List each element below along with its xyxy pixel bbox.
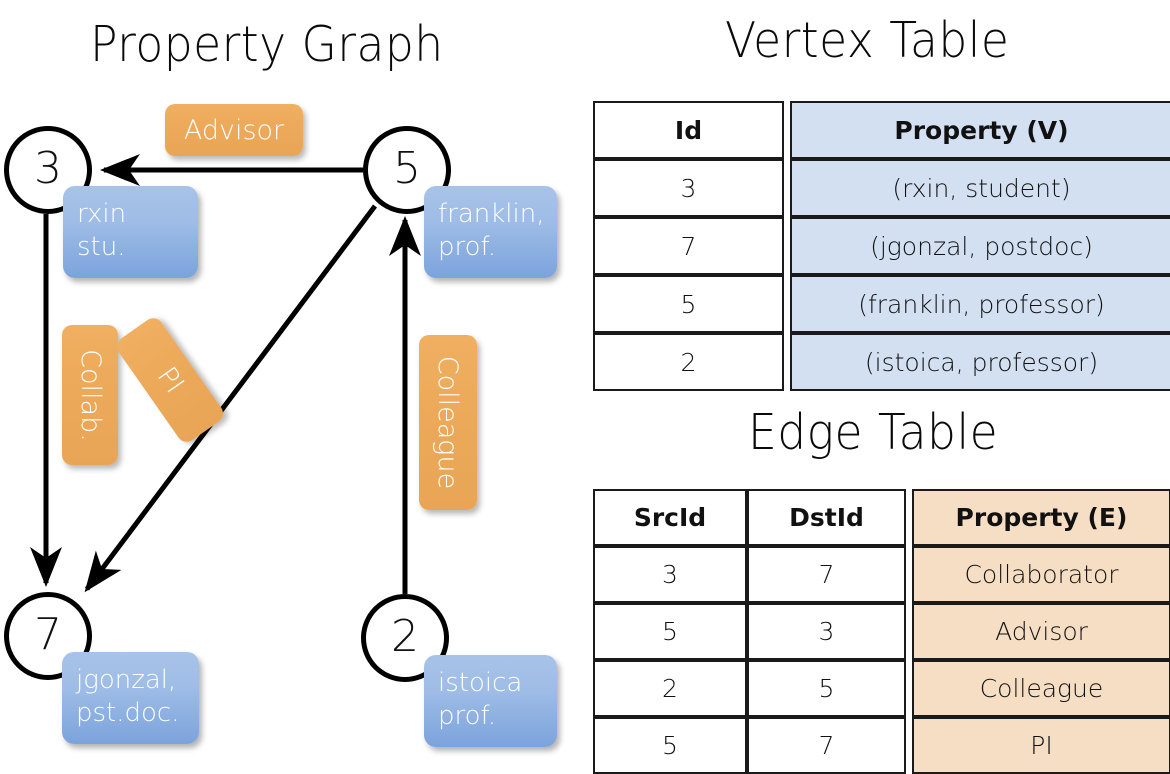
edge-cell-srcid: 3 (593, 546, 747, 603)
vertex-table: Id Property (V) 3 (rxin, student) 7 (jgo… (593, 101, 1170, 391)
edge-cell-dstid: 7 (747, 717, 906, 774)
edge-table-header-property: Property (E) (912, 489, 1170, 546)
table-row[interactable]: 7 (jgonzal, postdoc) (593, 217, 1170, 275)
vertex-cell-property: (istoica, professor) (790, 333, 1170, 391)
edge-label-advisor-text: Advisor (183, 114, 285, 146)
vertex-cell-id: 3 (593, 159, 784, 217)
graph-node-5[interactable]: 5 (363, 126, 451, 214)
property-graph-diagram: Advisor Collab. PI Colleague 3 5 7 2 rxi… (0, 0, 585, 760)
vertex-cell-property: (rxin, student) (790, 159, 1170, 217)
vertex-property-jgonzal-line2: pst.doc. (76, 698, 180, 729)
page-title-property-graph: Property Graph (90, 16, 444, 73)
graph-edges-svg (30, 154, 421, 594)
table-row[interactable]: 5 3 Advisor (593, 603, 1170, 660)
vertex-property-rxin-line1: rxin (77, 199, 127, 229)
edge-label-colleague-text: Colleague (432, 355, 464, 490)
edge-table-header-srcid: SrcId (593, 489, 747, 546)
edge-table-header-row: SrcId DstId Property (E) (593, 489, 1170, 546)
edge-label-pi-text: PI (150, 361, 190, 399)
edge-cell-srcid: 5 (593, 717, 747, 774)
vertex-table-header-id: Id (593, 101, 784, 159)
edge-cell-property: PI (912, 717, 1170, 774)
vertex-table-header-property: Property (V) (790, 101, 1170, 159)
edge-cell-property: Advisor (912, 603, 1170, 660)
page-title-vertex-table: Vertex Table (725, 12, 1010, 69)
vertex-property-box-franklin: franklin, prof. (424, 186, 557, 278)
graph-node-5-label: 5 (393, 143, 421, 194)
vertex-cell-id: 5 (593, 275, 784, 333)
table-row[interactable]: 3 (rxin, student) (593, 159, 1170, 217)
vertex-property-box-rxin: rxin stu. (63, 186, 198, 278)
edge-cell-property: Colleague (912, 660, 1170, 717)
vertex-cell-id: 2 (593, 333, 784, 391)
edge-label-colleague: Colleague (419, 335, 477, 510)
page-title-edge-table: Edge Table (748, 404, 999, 461)
edge-cell-srcid: 5 (593, 603, 747, 660)
vertex-property-franklin-line1: franklin, (438, 199, 545, 229)
vertex-property-rxin-line2: stu. (77, 232, 126, 263)
vertex-table-header-row: Id Property (V) (593, 101, 1170, 159)
graph-node-7-label: 7 (34, 609, 62, 660)
edge-table: SrcId DstId Property (E) 3 7 Collaborato… (593, 489, 1170, 774)
table-row[interactable]: 2 5 Colleague (593, 660, 1170, 717)
graph-node-3-label: 3 (34, 143, 62, 194)
vertex-cell-property: (franklin, professor) (790, 275, 1170, 333)
edge-label-collab-text: Collab. (74, 348, 106, 442)
vertex-property-box-istoica: istoica prof. (424, 655, 557, 747)
table-row[interactable]: 5 (franklin, professor) (593, 275, 1170, 333)
table-row[interactable]: 3 7 Collaborator (593, 546, 1170, 603)
vertex-cell-property: (jgonzal, postdoc) (790, 217, 1170, 275)
edge-cell-dstid: 5 (747, 660, 906, 717)
edge-label-advisor: Advisor (165, 104, 303, 156)
graph-node-2-label: 2 (391, 611, 419, 662)
edge-cell-property: Collaborator (912, 546, 1170, 603)
vertex-property-box-jgonzal: jgonzal, pst.doc. (62, 652, 199, 744)
edge-cell-dstid: 3 (747, 603, 906, 660)
graph-node-2[interactable]: 2 (361, 594, 449, 682)
vertex-property-jgonzal-line1: jgonzal, (76, 665, 177, 695)
vertex-property-istoica-line1: istoica (438, 668, 523, 698)
vertex-cell-id: 7 (593, 217, 784, 275)
vertex-property-franklin-line2: prof. (438, 232, 497, 263)
edge-cell-srcid: 2 (593, 660, 747, 717)
edge-cell-dstid: 7 (747, 546, 906, 603)
edge-5-to-7 (84, 204, 377, 593)
table-row[interactable]: 5 7 PI (593, 717, 1170, 774)
table-row[interactable]: 2 (istoica, professor) (593, 333, 1170, 391)
vertex-property-istoica-line2: prof. (438, 701, 497, 732)
edge-label-collab: Collab. (62, 325, 118, 465)
edge-table-header-dstid: DstId (747, 489, 906, 546)
